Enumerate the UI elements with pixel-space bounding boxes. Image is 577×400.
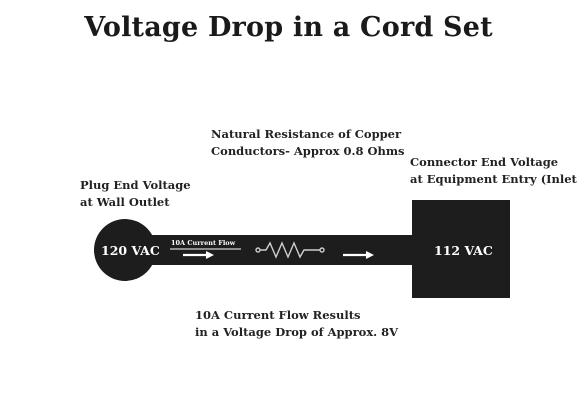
resistance-label-line-2: Conductors- Approx 0.8 Ohms	[211, 144, 405, 158]
resistance-label-line-1: Natural Resistance of Copper	[211, 127, 402, 141]
resistor-icon	[255, 241, 325, 259]
connector-end-label: Connector End Voltage at Equipment Entry…	[410, 154, 577, 188]
cord	[150, 235, 416, 265]
plug-end-label: Plug End Voltage at Wall Outlet	[80, 177, 191, 211]
connector-end-box	[412, 200, 510, 298]
diagram-title: Voltage Drop in a Cord Set	[84, 12, 493, 43]
current-flow-label: 10A Current Flow	[171, 239, 236, 247]
connector-end-label-line-2: at Equipment Entry (Inlet)	[410, 172, 577, 186]
result-label-line-2: in a Voltage Drop of Approx. 8V	[195, 325, 399, 339]
connector-end-label-line-1: Connector End Voltage	[410, 155, 559, 169]
plug-voltage: 120 VAC	[101, 243, 160, 258]
voltage-drop-result-label: 10A Current Flow Results in a Voltage Dr…	[195, 307, 398, 341]
result-label-line-1: 10A Current Flow Results	[195, 308, 361, 322]
plug-end-circle	[94, 219, 156, 281]
connector-voltage: 112 VAC	[434, 243, 493, 258]
arrow-right-icon	[343, 251, 374, 259]
arrow-right-icon	[183, 251, 214, 259]
plug-end-label-line-2: at Wall Outlet	[80, 195, 170, 209]
resistance-label: Natural Resistance of Copper Conductors-…	[211, 126, 405, 160]
plug-end-label-line-1: Plug End Voltage	[80, 178, 191, 192]
